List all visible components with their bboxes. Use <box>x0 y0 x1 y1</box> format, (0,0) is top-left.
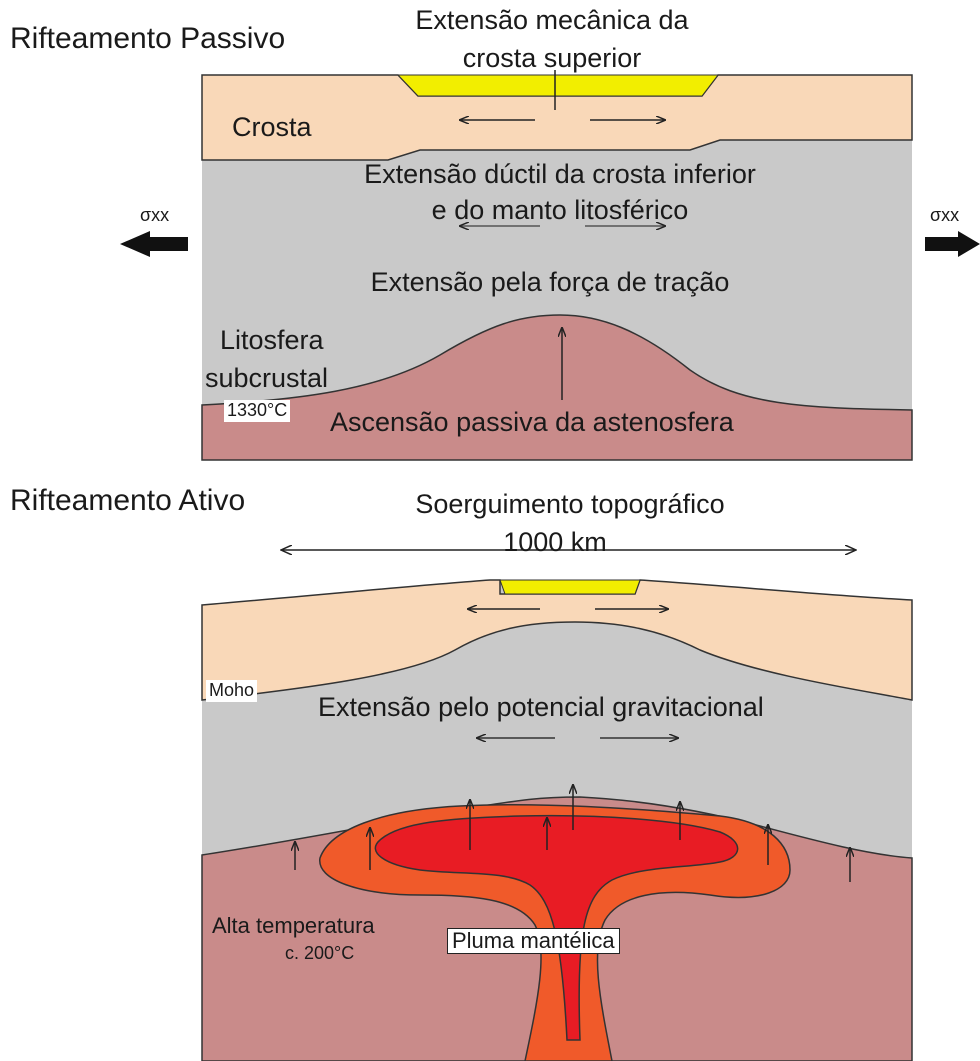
active-section <box>201 550 913 1061</box>
passive-asthenosphere <box>201 314 913 461</box>
stress-label-right: σxx <box>930 205 960 225</box>
plume-inner <box>374 814 739 1041</box>
traction-label: Extensão pela força de tração <box>370 267 730 297</box>
active-title: Rifteamento Ativo <box>10 484 246 517</box>
gravitational-extension-label: Extensão pelo potencial gravitacional <box>318 692 764 722</box>
active-temperature: c. 200°C <box>285 943 355 963</box>
distance-label: 1000 km <box>503 527 607 557</box>
mech-extension-line2: crosta superior <box>462 43 642 73</box>
active-crust <box>201 579 913 701</box>
lithosphere-label-line1: Litosfera <box>220 325 324 355</box>
stress-label-left: σxx <box>140 205 170 225</box>
passive-title: Rifteamento Passivo <box>10 22 286 55</box>
passive-temperature: 1330°C <box>224 400 291 422</box>
asthenosphere-label: Ascensão passiva da astenosfera <box>330 407 734 437</box>
ductile-extension-line2: e do manto litosférico <box>431 195 689 225</box>
plume-label: Pluma mantélica <box>447 928 620 955</box>
active-basin-fill <box>499 579 641 595</box>
passive-basin-fill <box>396 74 720 97</box>
passive-section <box>120 70 980 461</box>
moho-label: Moho <box>206 680 258 702</box>
high-temperature-label: Alta temperatura <box>212 913 375 938</box>
stress-arrow-left <box>120 231 188 257</box>
uplift-arrows <box>295 785 850 882</box>
crust-label: Crosta <box>232 112 312 142</box>
mech-extension-line1: Extensão mecânica da <box>415 5 689 35</box>
stress-arrow-right <box>925 231 980 257</box>
ductile-extension-line1: Extensão dúctil da crosta inferior <box>364 159 756 189</box>
uplift-label: Soerguimento topográfico <box>415 489 725 519</box>
lithosphere-label-line2: subcrustal <box>205 363 329 393</box>
